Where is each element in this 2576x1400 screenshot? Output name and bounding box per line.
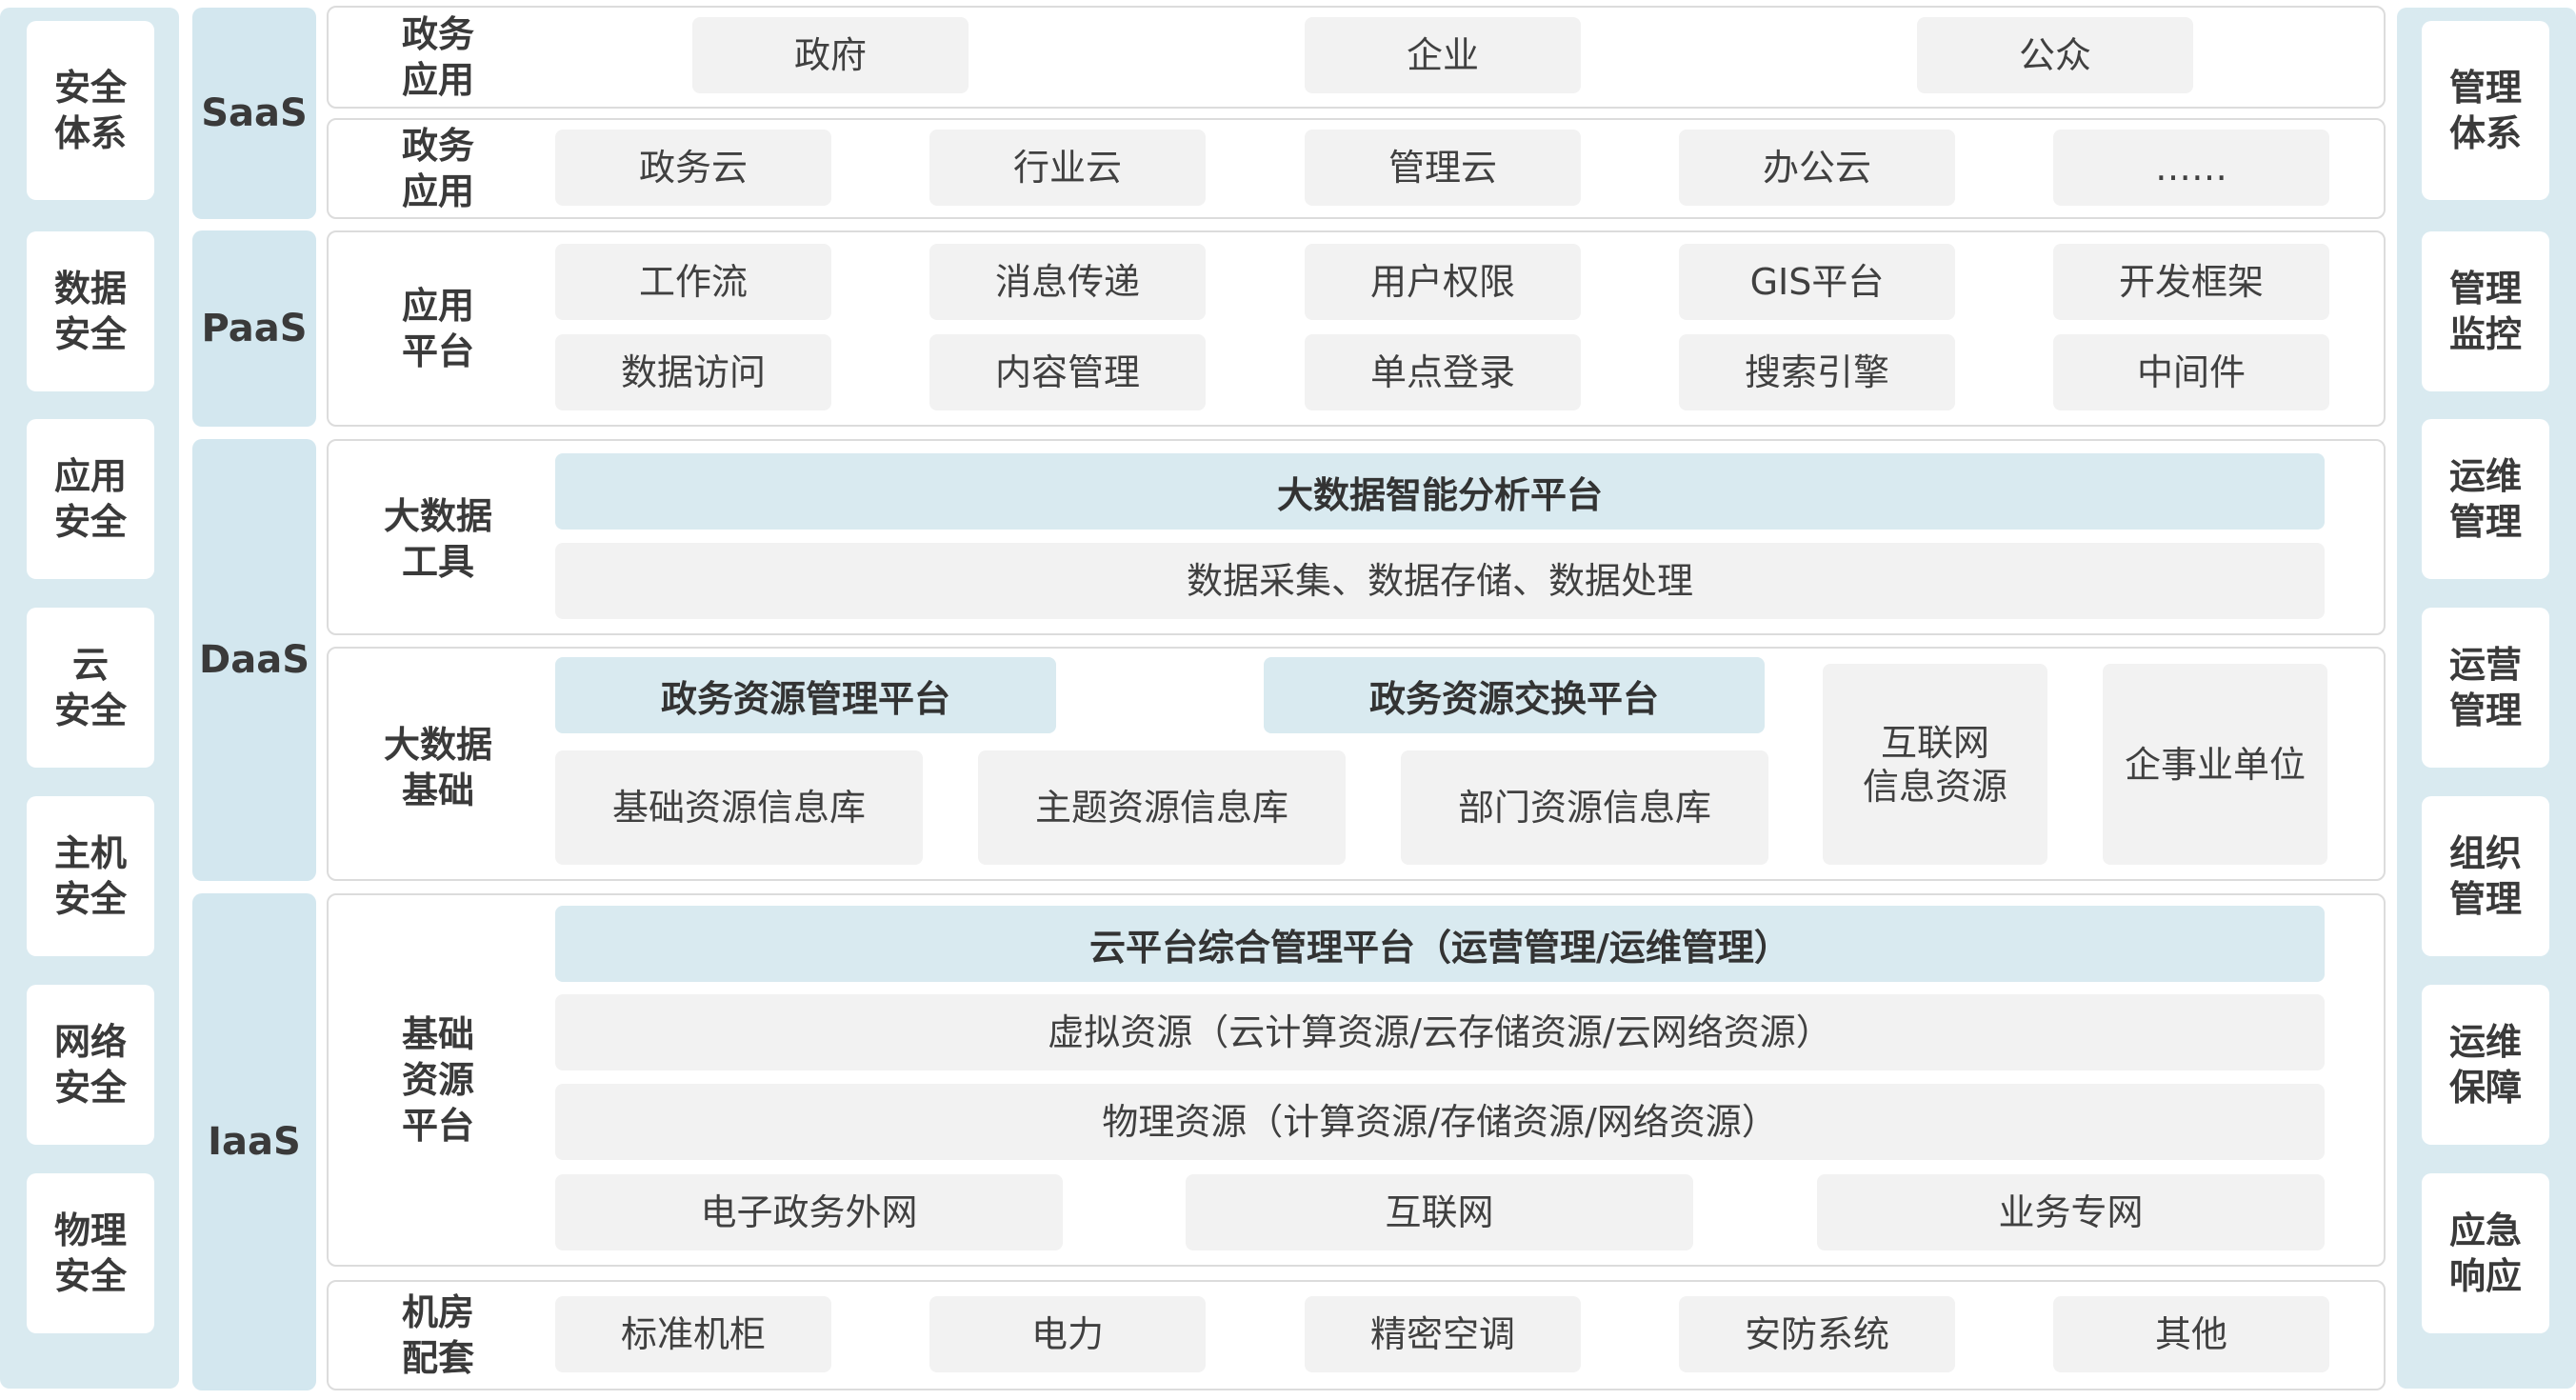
box-business-network: 业务专网 — [1817, 1174, 2325, 1250]
box-other: 其他 — [2053, 1296, 2329, 1372]
cloud-management-platform: 云平台综合管理平台（运营管理/运维管理） — [555, 906, 2325, 982]
box-public: 公众 — [1917, 17, 2193, 93]
box-industry-cloud: 行业云 — [929, 130, 1206, 206]
box-enterprise: 企业 — [1305, 17, 1581, 93]
physical-resources: 物理资源（计算资源/存储资源/网络资源） — [555, 1084, 2325, 1160]
box-egov-extranet: 电子政务外网 — [555, 1174, 1063, 1250]
box-more: …… — [2053, 130, 2329, 206]
box-power: 电力 — [929, 1296, 1206, 1372]
box-department-resource-db: 部门资源信息库 — [1401, 750, 1768, 865]
network-security: 网络 安全 — [27, 985, 154, 1145]
layer-iaas: IaaS — [192, 893, 316, 1390]
row-label-facility: 机房 配套 — [401, 1291, 474, 1379]
ops-assurance: 运维 保障 — [2422, 985, 2549, 1145]
box-enterprises-institutions: 企事业单位 — [2103, 664, 2327, 865]
gov-resource-exchange-platform: 政务资源交换平台 — [1264, 657, 1765, 733]
box-gis-platform: GIS平台 — [1679, 244, 1955, 320]
box-dev-framework: 开发框架 — [2053, 244, 2329, 320]
box-security-system: 安防系统 — [1679, 1296, 1955, 1372]
row-label-bigdata-base: 大数据 基础 — [383, 724, 492, 811]
cloud-security: 云 安全 — [27, 608, 154, 768]
box-gov-cloud: 政务云 — [555, 130, 831, 206]
box-standard-cabinet: 标准机柜 — [555, 1296, 831, 1372]
box-messaging: 消息传递 — [929, 244, 1206, 320]
virtual-resources: 虚拟资源（云计算资源/云存储资源/云网络资源） — [555, 994, 2325, 1070]
host-security: 主机 安全 — [27, 796, 154, 956]
operations-management: 运营 管理 — [2422, 608, 2549, 768]
organization-management: 组织 管理 — [2422, 796, 2549, 956]
box-base-resource-db: 基础资源信息库 — [555, 750, 923, 865]
gov-resource-management-platform: 政务资源管理平台 — [555, 657, 1056, 733]
management-system: 管理 体系 — [2422, 21, 2549, 200]
layer-saas: SaaS — [192, 8, 316, 219]
emergency-response: 应急 响应 — [2422, 1173, 2549, 1333]
data-security: 数据 安全 — [27, 231, 154, 391]
row-label-app-platform: 应用 平台 — [401, 285, 474, 372]
box-content-management: 内容管理 — [929, 334, 1206, 410]
box-internet: 互联网 — [1186, 1174, 1693, 1250]
row-label-gov-cloud: 政务 应用 — [401, 125, 474, 212]
box-user-permissions: 用户权限 — [1305, 244, 1581, 320]
box-middleware: 中间件 — [2053, 334, 2329, 410]
management-monitoring: 管理 监控 — [2422, 231, 2549, 391]
security-system: 安全 体系 — [27, 21, 154, 200]
data-collect-store-process: 数据采集、数据存储、数据处理 — [555, 543, 2325, 619]
box-internet-info-resources: 互联网 信息资源 — [1823, 664, 2047, 865]
application-security: 应用 安全 — [27, 419, 154, 579]
box-management-cloud: 管理云 — [1305, 130, 1581, 206]
physical-security: 物理 安全 — [27, 1173, 154, 1333]
ops-management: 运维 管理 — [2422, 419, 2549, 579]
box-search-engine: 搜索引擎 — [1679, 334, 1955, 410]
box-topic-resource-db: 主题资源信息库 — [978, 750, 1346, 865]
row-label-gov-users: 政务 应用 — [401, 13, 474, 101]
box-government: 政府 — [692, 17, 968, 93]
box-office-cloud: 办公云 — [1679, 130, 1955, 206]
box-workflow: 工作流 — [555, 244, 831, 320]
box-sso: 单点登录 — [1305, 334, 1581, 410]
row-label-infra: 基础 资源 平台 — [401, 1013, 474, 1147]
row-label-bigdata-tools: 大数据 工具 — [383, 495, 492, 583]
bigdata-analysis-platform: 大数据智能分析平台 — [555, 453, 2325, 530]
layer-daas: DaaS — [192, 439, 316, 881]
layer-paas: PaaS — [192, 230, 316, 427]
box-data-access: 数据访问 — [555, 334, 831, 410]
box-precision-ac: 精密空调 — [1305, 1296, 1581, 1372]
